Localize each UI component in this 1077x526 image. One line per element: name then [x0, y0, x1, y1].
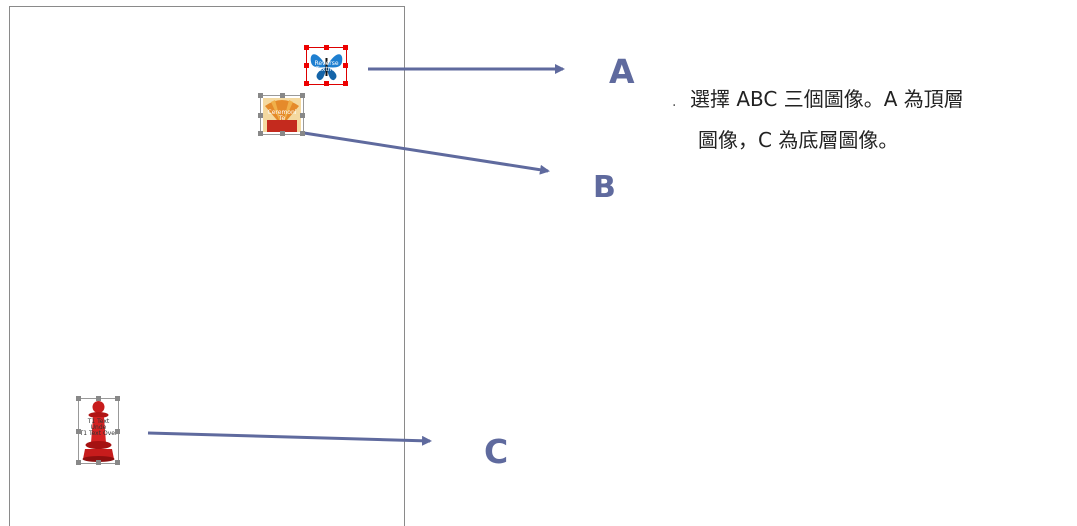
instruction-text: . 選擇 ABC 三個圖像。A 為頂層 圖像，C 為底層圖像。 [672, 80, 1072, 159]
resize-handle[interactable] [300, 131, 305, 136]
label-c: C [484, 432, 509, 471]
arrow-b [303, 131, 550, 175]
resize-handle[interactable] [324, 45, 329, 50]
resize-handle[interactable] [324, 81, 329, 86]
resize-handle[interactable] [304, 81, 309, 86]
resize-handle[interactable] [304, 45, 309, 50]
resize-handle[interactable] [115, 429, 120, 434]
resize-handle[interactable] [280, 93, 285, 98]
bullet: . [672, 94, 677, 110]
resize-handle[interactable] [96, 460, 101, 465]
resize-handle[interactable] [76, 429, 81, 434]
resize-handle[interactable] [76, 396, 81, 401]
arrow-c [147, 431, 432, 446]
resize-handle[interactable] [304, 63, 309, 68]
resize-handle[interactable] [258, 131, 263, 136]
resize-handle[interactable] [96, 396, 101, 401]
resize-handle[interactable] [343, 81, 348, 86]
butterfly-icon [310, 54, 343, 81]
resize-handle[interactable] [258, 113, 263, 118]
resize-handle[interactable] [258, 93, 263, 98]
resize-handle[interactable] [343, 63, 348, 68]
fan-icon [263, 98, 301, 132]
resize-handle[interactable] [280, 131, 285, 136]
label-b: B [593, 170, 616, 205]
label-a: A [609, 52, 635, 91]
resize-handle[interactable] [300, 113, 305, 118]
chess-pawn-icon [82, 401, 115, 462]
resize-handle[interactable] [300, 93, 305, 98]
instruction-line-2: 圖像，C 為底層圖像。 [698, 128, 899, 152]
resize-handle[interactable] [115, 460, 120, 465]
resize-handle[interactable] [76, 460, 81, 465]
resize-handle[interactable] [343, 45, 348, 50]
instruction-line-1: 選擇 ABC 三個圖像。A 為頂層 [690, 87, 964, 111]
resize-handle[interactable] [115, 396, 120, 401]
